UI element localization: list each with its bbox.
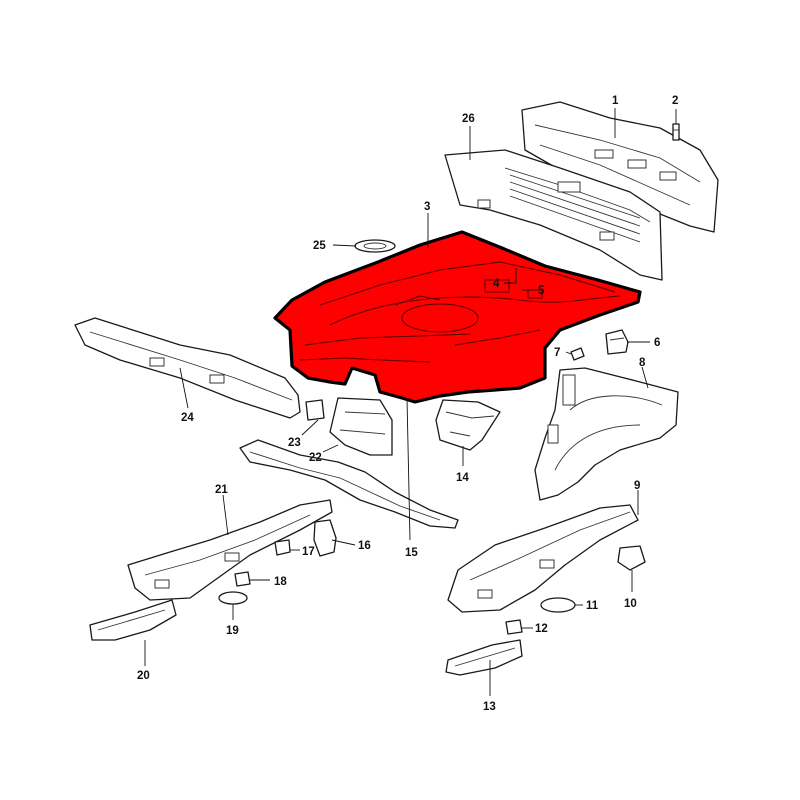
part-21-rail-assembly [127, 499, 333, 601]
part-20-extension [89, 599, 177, 641]
part-17-clip [274, 539, 291, 556]
part-25-hold-down [354, 239, 396, 253]
callout-24: 24 [181, 412, 194, 424]
part-9-rail-assembly [447, 504, 639, 613]
callout-8: 8 [639, 357, 646, 369]
part-24-side-rail [74, 317, 301, 419]
callout-14: 14 [456, 472, 469, 484]
callout-7: 7 [554, 347, 560, 359]
callout-21: 21 [215, 484, 228, 496]
callout-1: 1 [612, 95, 619, 107]
part-22-panel [329, 397, 393, 456]
callout-22: 22 [309, 452, 322, 464]
part-16-bracket [313, 519, 337, 557]
callout-3: 3 [424, 201, 430, 213]
part-14-bracket [435, 399, 501, 451]
callout-6: 6 [654, 337, 660, 349]
part-26-reinforcement [444, 149, 663, 281]
callout-23: 23 [288, 437, 301, 449]
callout-2: 2 [672, 95, 678, 107]
part-11-washer [540, 597, 576, 613]
part-2-stud [672, 123, 680, 141]
part-19-washer [218, 591, 248, 605]
callout-19: 19 [226, 625, 239, 637]
callout-20: 20 [137, 670, 150, 682]
part-18-clip [234, 571, 251, 587]
part-10-bracket [617, 545, 646, 571]
callout-11: 11 [586, 600, 599, 612]
part-7-clip [570, 347, 585, 361]
callout-12: 12 [535, 623, 548, 635]
callout-4: 4 [493, 278, 500, 290]
callout-5: 5 [538, 285, 545, 297]
callout-16: 16 [358, 540, 371, 552]
callout-13: 13 [483, 701, 496, 713]
callout-17: 17 [302, 546, 315, 558]
part-12-clip [505, 619, 523, 635]
part-8-wheelhouse [534, 367, 679, 501]
callout-15: 15 [405, 547, 418, 559]
part-26-louvers [509, 174, 641, 243]
callout-26: 26 [462, 113, 475, 125]
part-13-extension [445, 639, 523, 676]
callout-10: 10 [624, 598, 637, 610]
leader-lines [144, 108, 677, 696]
callout-9: 9 [634, 480, 640, 492]
part-15-frame-rail [239, 439, 459, 529]
part-6-bracket [605, 329, 629, 355]
callout-18: 18 [274, 576, 287, 588]
callout-25: 25 [313, 240, 326, 252]
part-3-rear-floor-panel [273, 230, 642, 404]
part-23-bracket [305, 399, 325, 421]
callouts: 1 2 26 3 25 4 5 6 7 8 24 23 22 14 9 21 1… [137, 95, 678, 713]
